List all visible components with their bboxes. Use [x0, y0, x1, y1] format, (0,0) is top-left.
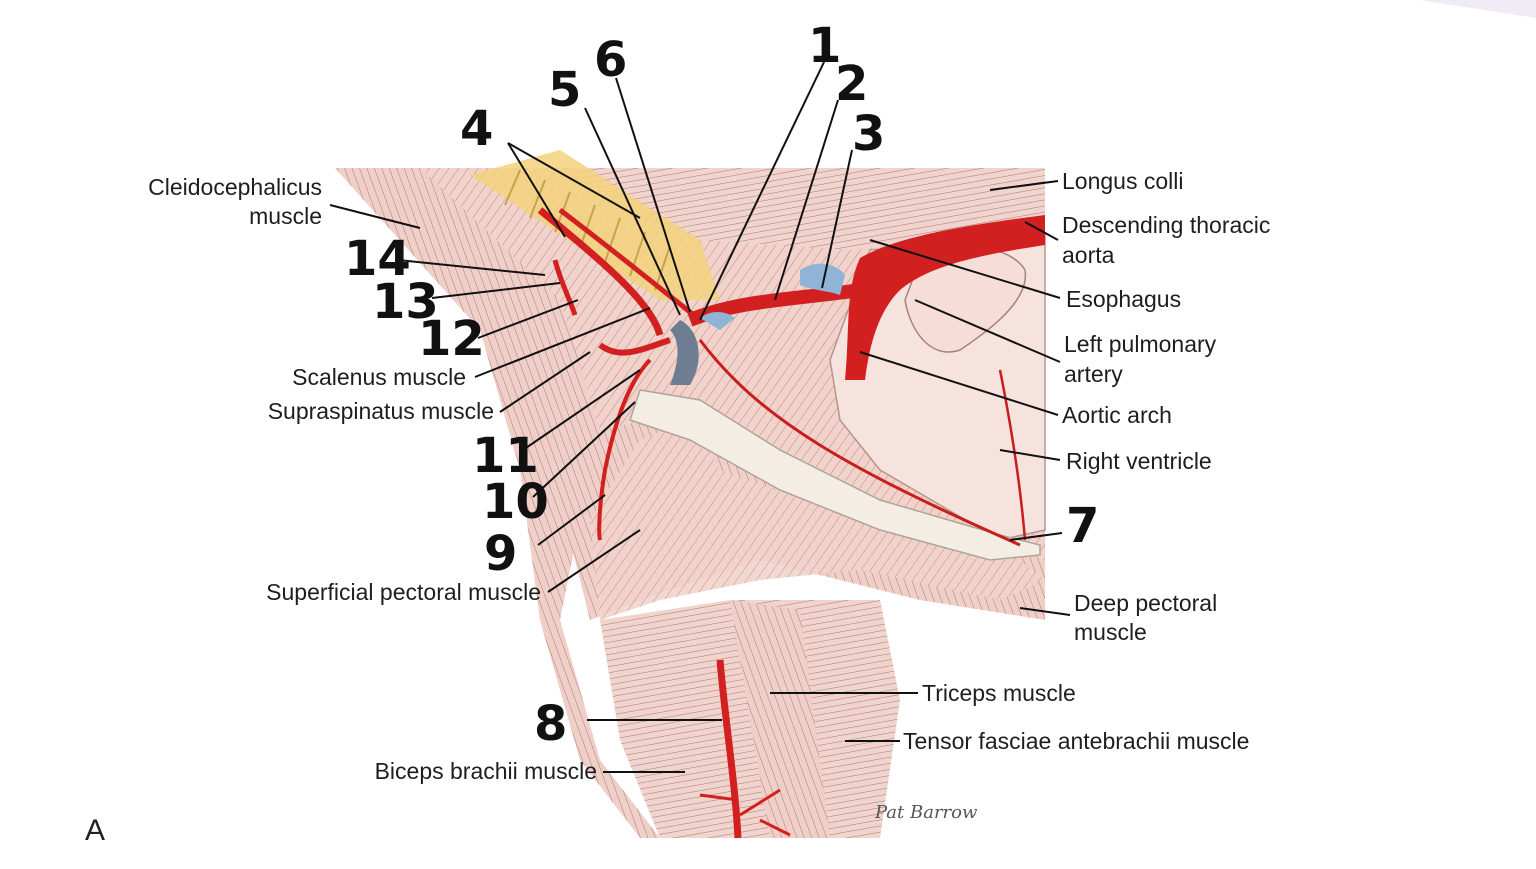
fat-strip: [629, 389, 1041, 561]
label-left-pulmonary-line1: Left pulmonary: [1064, 331, 1217, 357]
label-deep-pectoral-line2: muscle: [1074, 619, 1147, 645]
leader-esophagus: [869, 239, 1061, 299]
label-right-ventricle: Right ventricle: [1066, 448, 1212, 474]
label-superficial-pectoral: Superficial pectoral muscle: [266, 579, 541, 605]
number-1: 1: [808, 18, 841, 74]
number-3: 3: [852, 106, 885, 162]
label-deep-pectoral-line1: Deep pectoral: [1074, 590, 1217, 616]
number-9: 9: [484, 526, 517, 582]
superficial-pectoral-shape: [590, 420, 1045, 620]
cranial-vena-cava-shape: [670, 320, 699, 385]
subclavian-vein-shape: [700, 312, 735, 330]
number-13: 13: [372, 274, 439, 330]
number-7: 7: [1066, 498, 1099, 554]
external-thoracic-shape: [597, 358, 652, 541]
number-8: 8: [534, 696, 567, 752]
leader-deep-pectoral: [1019, 607, 1071, 616]
leader-4a: [507, 142, 566, 238]
leader-cleidocephalicus: [329, 204, 421, 229]
cleidocephalicus-muscle-shape: [335, 168, 660, 838]
label-longus-colli: Longus colli: [1062, 168, 1183, 194]
brachial-artery-shape: [716, 659, 742, 839]
label-supraspinatus: Supraspinatus muscle: [268, 398, 494, 424]
leader-12: [477, 299, 579, 339]
coronary-artery-shape: [998, 369, 1027, 541]
number-14: 14: [344, 231, 411, 287]
leader-14: [397, 259, 546, 276]
number-2: 2: [835, 56, 868, 112]
triceps-shape: [730, 600, 830, 838]
artist-signature: Pat Barrow: [874, 802, 978, 823]
label-biceps-brachii: Biceps brachii muscle: [375, 758, 597, 784]
panel-letter: A: [85, 814, 105, 847]
leader-longus-colli: [989, 180, 1059, 191]
second-carotid-shape: [558, 208, 702, 322]
aortic-arch-shape: [845, 215, 1045, 380]
leader-10: [532, 401, 636, 498]
label-descending-aorta-line1: Descending thoracic: [1062, 212, 1270, 238]
leader-2: [774, 99, 839, 301]
label-left-pulmonary-line2: artery: [1064, 361, 1123, 387]
number-4: 4: [460, 101, 493, 157]
internal-thoracic-shape: [698, 339, 1021, 547]
leader-9: [537, 494, 606, 546]
label-scalenus: Scalenus muscle: [292, 364, 466, 390]
number-5: 5: [548, 62, 581, 118]
label-esophagus: Esophagus: [1066, 286, 1181, 312]
leader-aortic-arch: [859, 351, 1059, 416]
leader-supraspinatus: [499, 351, 591, 413]
carotid-artery-shape: [537, 207, 664, 337]
leader-5: [584, 107, 681, 316]
number-12: 12: [418, 311, 485, 367]
leader-right-ventricle: [999, 449, 1061, 461]
trachea-shape: [470, 150, 720, 300]
leader-superficial-pectoral: [547, 529, 641, 593]
leader-1: [699, 59, 826, 321]
azygos-region-shape: [800, 263, 845, 295]
label-aortic-arch: Aortic arch: [1062, 402, 1172, 428]
costocervical-shape: [598, 337, 671, 356]
leader-11: [519, 369, 641, 453]
leader-scalenus: [474, 307, 651, 378]
slide-corner-decoration: [1420, 0, 1536, 18]
label-cleidocephalicus-line1: Cleidocephalicus: [148, 174, 322, 200]
leader-lines: [329, 59, 1071, 773]
leader-13: [431, 282, 561, 299]
leader-descending-aorta: [1024, 221, 1059, 241]
label-cleidocephalicus-line2: muscle: [249, 203, 322, 229]
brachial-branches-shape: [699, 788, 791, 837]
number-11: 11: [472, 428, 539, 484]
leader-7: [1009, 532, 1063, 541]
anatomy-illustration: [335, 150, 1046, 839]
leader-6: [615, 77, 691, 313]
label-tensor-fasciae: Tensor fasciae antebrachii muscle: [903, 728, 1249, 754]
leader-4b: [507, 142, 641, 219]
leader-left-pulmonary: [914, 299, 1061, 363]
leader-3: [821, 149, 853, 289]
label-triceps: Triceps muscle: [922, 680, 1076, 706]
label-descending-aorta-line2: aorta: [1062, 242, 1115, 268]
vertebral-artery-shape: [552, 259, 578, 316]
number-6: 6: [594, 32, 627, 88]
number-10: 10: [482, 474, 549, 530]
